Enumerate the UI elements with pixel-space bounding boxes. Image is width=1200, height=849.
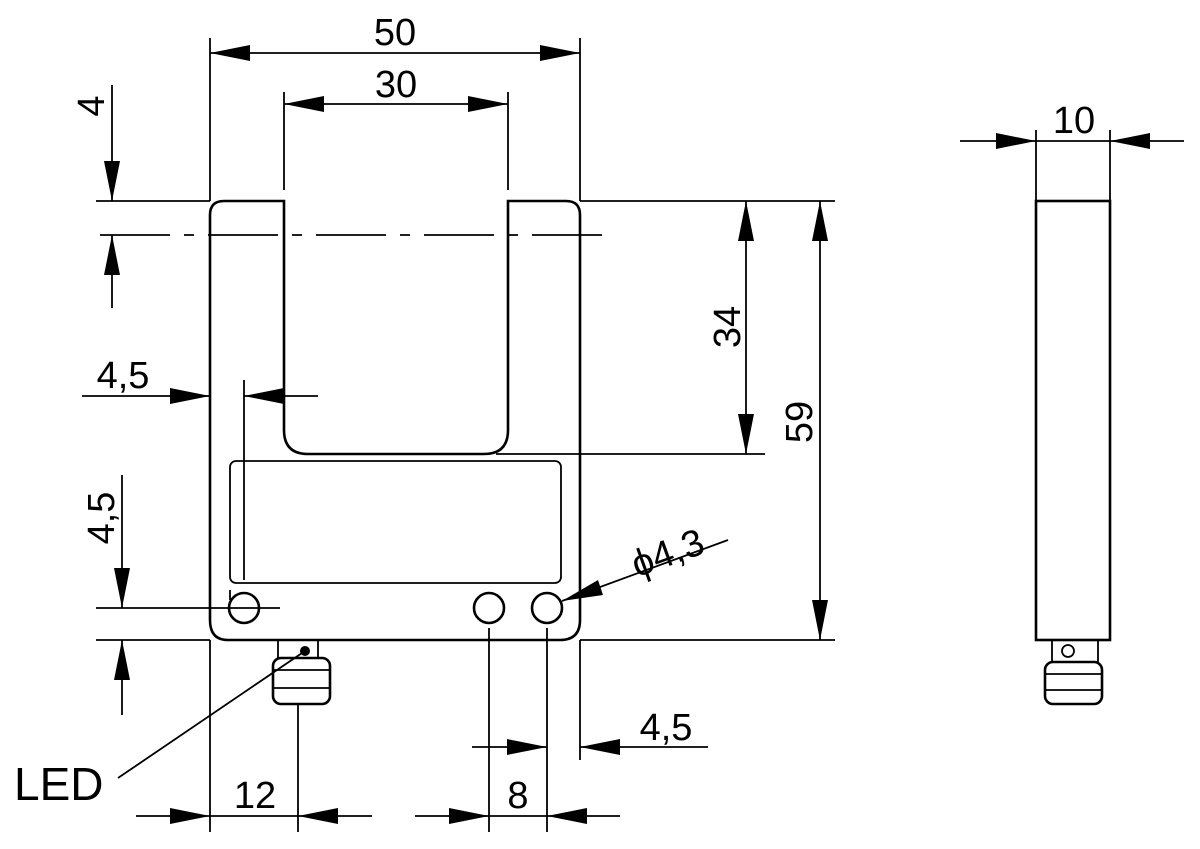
side-housing <box>1034 199 1112 642</box>
dim-connector-offset: 12 <box>136 775 372 824</box>
dim-wall-offset: 4,5 <box>82 355 284 404</box>
mounting-hole-right <box>530 591 564 625</box>
dim-slot-depth-text: 34 <box>707 306 749 348</box>
dim-total-width-text: 50 <box>374 12 416 54</box>
housing-outline <box>208 199 582 642</box>
dim-slot-center-offset: 4 <box>71 85 120 308</box>
dim-thickness: 10 <box>960 100 1184 149</box>
dim-hole-offset-right-text: 4,5 <box>640 707 693 749</box>
side-view: 10 <box>960 100 1184 706</box>
connector <box>271 640 332 706</box>
side-connector <box>1043 640 1104 706</box>
svg-text:ϕ4,3: ϕ4,3 <box>626 521 710 586</box>
dim-slot-width-text: 30 <box>375 64 417 106</box>
dim-connector-offset-text: 12 <box>234 775 276 817</box>
led-label: LED <box>14 758 103 810</box>
dim-thickness-text: 10 <box>1053 100 1095 142</box>
dim-total-height-text: 59 <box>779 401 821 443</box>
led-callout: LED <box>14 650 306 810</box>
dim-wall-offset-text: 4,5 <box>97 355 150 397</box>
dim-slot-depth: 34 <box>707 201 754 454</box>
dim-total-width: 50 <box>210 12 580 61</box>
front-view: 50 30 4 34 59 <box>14 12 835 832</box>
extension-lines <box>96 38 835 832</box>
dim-hole-offset-vertical-text: 4,5 <box>81 492 123 545</box>
sensor-window <box>229 460 562 584</box>
dim-hole-diameter: ϕ4,3 <box>561 521 729 602</box>
dim-hole-spacing: 8 <box>415 775 620 824</box>
dim-slot-width: 30 <box>284 64 508 112</box>
dim-hole-offset-right: 4,5 <box>472 707 708 755</box>
mounting-hole-middle <box>472 591 506 625</box>
dim-slot-center-offset-text: 4 <box>71 95 113 116</box>
dim-hole-spacing-text: 8 <box>507 775 528 817</box>
dim-total-height: 59 <box>779 201 828 640</box>
dim-hole-offset-vertical: 4,5 <box>81 475 130 715</box>
